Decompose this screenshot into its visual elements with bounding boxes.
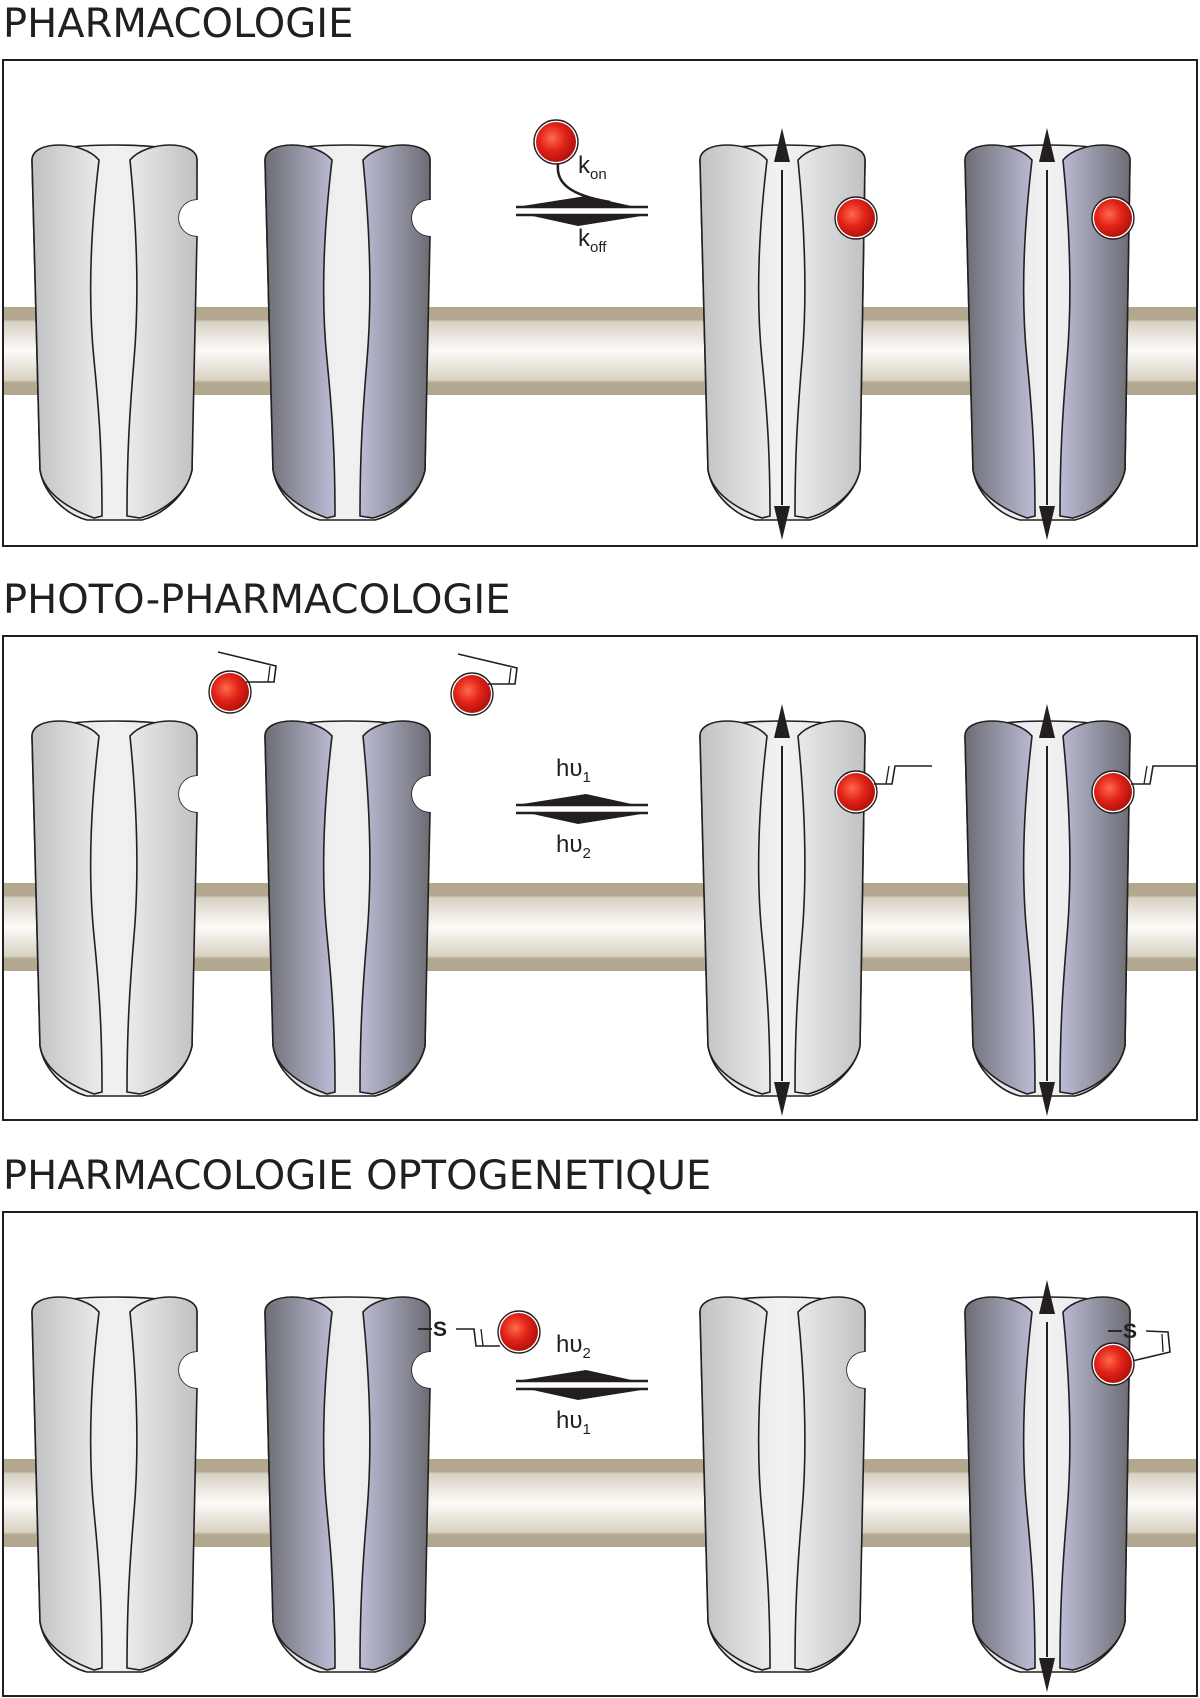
channel-closed-light-3b bbox=[699, 1296, 876, 1673]
ion-flow-arrow-down bbox=[774, 1082, 790, 1116]
channel-subunit-left bbox=[699, 144, 771, 519]
koff-label: koff bbox=[578, 225, 607, 256]
channel-closed-dark-1 bbox=[264, 144, 441, 521]
channel-subunit-left bbox=[31, 144, 103, 519]
panel-frame-3 bbox=[2, 1211, 1198, 1697]
tether-linker-closed bbox=[456, 1328, 500, 1347]
ion-flow-arrow-down bbox=[1039, 1658, 1055, 1692]
ion-flow-arrow-up bbox=[774, 128, 790, 162]
channel-subunit-right bbox=[1059, 720, 1131, 1095]
channel-subunit-left bbox=[31, 1296, 103, 1671]
tether-linker-open bbox=[1127, 1330, 1171, 1363]
channel-subunit-right bbox=[1059, 1296, 1131, 1671]
channel-subunit-left bbox=[264, 1296, 336, 1671]
ion-flow-arrow-down bbox=[774, 506, 790, 540]
photoswitch-tether-bound-dark-inner bbox=[1143, 765, 1148, 785]
binding-site-notch bbox=[412, 1352, 441, 1388]
channel-subunit-right bbox=[126, 144, 198, 519]
channel-open-light-2 bbox=[699, 704, 866, 1116]
tethered-ligand-unbound bbox=[500, 1313, 538, 1351]
ion-flow-arrow-up bbox=[774, 704, 790, 738]
binding-site-notch bbox=[412, 776, 441, 812]
photoswitch-tether-a-inner bbox=[267, 665, 271, 683]
channel-subunit-right bbox=[126, 1296, 198, 1671]
ligand-free-1 bbox=[536, 122, 576, 162]
channel-open-dark-3 bbox=[964, 1280, 1131, 1692]
channel-subunit-right bbox=[359, 720, 431, 1095]
photoligand-free-a bbox=[211, 673, 249, 711]
channel-closed-dark-3 bbox=[264, 1296, 441, 1673]
channel-subunit-left bbox=[264, 720, 336, 1095]
ion-flow-arrow-down bbox=[1039, 506, 1055, 540]
channel-subunit-right bbox=[359, 1296, 431, 1671]
ion-flow-arrow-up bbox=[1039, 128, 1055, 162]
binding-site-notch bbox=[847, 1352, 876, 1388]
channel-subunit-right bbox=[794, 1296, 866, 1671]
tether-linker-open-inner bbox=[1161, 1333, 1164, 1353]
light-label-upper-2: hυ1 bbox=[556, 755, 591, 786]
photoswitch-tether-bound-dark bbox=[1131, 765, 1196, 785]
photoswitch-tether-bound-light bbox=[874, 765, 932, 785]
photoligand-bound-dark bbox=[1094, 773, 1132, 811]
ion-flow-arrow-up bbox=[1039, 704, 1055, 738]
channel-subunit-left bbox=[264, 144, 336, 519]
panel-frame-2 bbox=[2, 635, 1198, 1121]
channel-subunit-left bbox=[964, 144, 1036, 519]
photoswitch-tether-b bbox=[457, 653, 518, 685]
panel-frame-1 bbox=[2, 59, 1198, 547]
light-label-upper-3: hυ2 bbox=[556, 1331, 591, 1362]
photoswitch-tether-b-inner bbox=[508, 667, 512, 685]
channel-open-dark-1 bbox=[964, 128, 1131, 540]
photoswitch-tether-a bbox=[217, 651, 277, 683]
equilibrium-arrows-2-forward bbox=[516, 794, 636, 805]
channel-closed-light-1 bbox=[31, 144, 208, 521]
binding-site-notch bbox=[179, 1352, 208, 1388]
ligand-bound-dark-1 bbox=[1094, 199, 1132, 237]
channel-subunit-right bbox=[359, 144, 431, 519]
photoswitch-tether-bound-light-inner bbox=[885, 765, 890, 785]
tether-linker-closed-inner bbox=[480, 1328, 484, 1347]
equilibrium-arrows-1-forward bbox=[516, 196, 636, 207]
channel-subunit-left bbox=[964, 1296, 1036, 1671]
equilibrium-arrows-2-reverse bbox=[528, 813, 648, 824]
channel-subunit-left bbox=[699, 720, 771, 1095]
light-label-lower-3: hυ1 bbox=[556, 1407, 591, 1438]
tether-atom-label-open: S bbox=[1123, 1320, 1137, 1343]
channel-subunit-left bbox=[964, 720, 1036, 1095]
panel-title-2: PHOTO-PHARMACOLOGIE bbox=[3, 577, 511, 623]
equilibrium-arrows-1-reverse bbox=[528, 215, 648, 226]
ion-flow-arrow-down bbox=[1039, 1082, 1055, 1116]
panel-title-1: PHARMACOLOGIE bbox=[3, 1, 353, 47]
panel-title-3: PHARMACOLOGIE OPTOGENETIQUE bbox=[3, 1153, 711, 1199]
channel-open-light-1 bbox=[699, 128, 866, 540]
equilibrium-arrows-3-reverse bbox=[528, 1389, 648, 1400]
binding-site-notch bbox=[179, 776, 208, 812]
light-label-lower-2: hυ2 bbox=[556, 831, 591, 862]
tethered-ligand-bound bbox=[1094, 1345, 1132, 1383]
ligand-bound-light-1 bbox=[837, 199, 875, 237]
binding-site-notch bbox=[412, 200, 441, 236]
channel-open-dark-2 bbox=[964, 704, 1131, 1116]
channel-subunit-right bbox=[794, 720, 866, 1095]
photoligand-free-b bbox=[453, 675, 491, 713]
channel-closed-light-2 bbox=[31, 720, 208, 1097]
equilibrium-arrows-3-forward bbox=[516, 1370, 636, 1381]
channel-subunit-left bbox=[31, 720, 103, 1095]
photoligand-bound-light bbox=[837, 773, 875, 811]
binding-site-notch bbox=[179, 200, 208, 236]
channel-subunit-right bbox=[794, 144, 866, 519]
channel-closed-dark-2 bbox=[264, 720, 441, 1097]
kon-label: kon bbox=[578, 152, 607, 183]
channel-closed-light-3 bbox=[31, 1296, 208, 1673]
channel-subunit-right bbox=[126, 720, 198, 1095]
tether-atom-label-closed: S bbox=[433, 1318, 447, 1341]
ion-flow-arrow-up bbox=[1039, 1280, 1055, 1314]
channel-subunit-left bbox=[699, 1296, 771, 1671]
